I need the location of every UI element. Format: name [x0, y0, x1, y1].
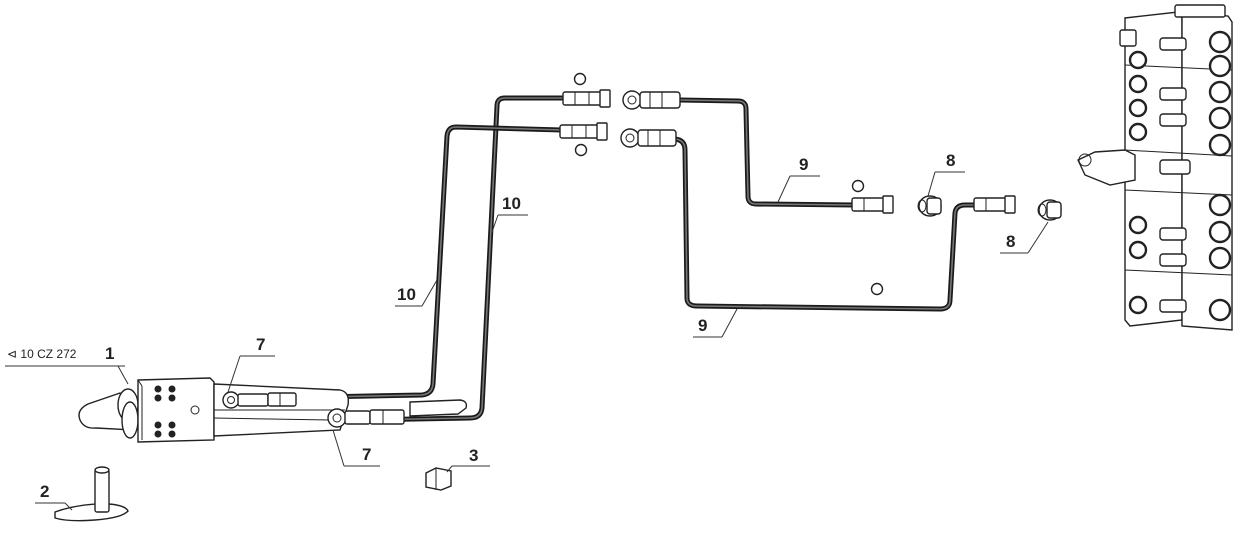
pipe-9-lower	[672, 136, 979, 312]
callout-8-right: 8	[1006, 232, 1015, 251]
pipe-9-upper	[677, 97, 858, 208]
callout-10-right: 10	[502, 194, 521, 213]
callout-9-lower: 9	[698, 316, 707, 335]
callout-9-upper: 9	[799, 155, 808, 174]
callout-7-upper: 7	[256, 335, 265, 354]
pin-part-2	[54, 466, 129, 522]
adapter-fitting-upper-right	[622, 90, 681, 110]
adapter-8-right	[1037, 199, 1062, 221]
valve-block-assembly	[78, 377, 468, 443]
callout-2: 2	[40, 482, 49, 501]
pipe-end-fitting-upper-left	[562, 89, 611, 108]
adapter-fitting-lower-right	[620, 128, 677, 148]
callout-10-left: 10	[397, 285, 416, 304]
spec-label: ⊲ 10 CZ 272	[7, 347, 77, 361]
adapter-8-left	[917, 195, 942, 217]
nut-part-3	[425, 467, 452, 491]
pipe-10-upper	[357, 95, 568, 423]
callout-3: 3	[469, 446, 478, 465]
callout-1: 1	[105, 344, 114, 363]
pipe-end-fitting-right	[973, 195, 1016, 214]
callout-8-left: 8	[946, 151, 955, 170]
pipe-end-fitting-lower-left	[559, 122, 608, 141]
leader-lines	[5, 171, 1049, 511]
pipe-end-fitting-mid	[851, 195, 894, 214]
callout-7-lower: 7	[362, 445, 371, 464]
control-valve-bank	[1077, 4, 1233, 331]
pipe-10-lower	[267, 124, 565, 401]
